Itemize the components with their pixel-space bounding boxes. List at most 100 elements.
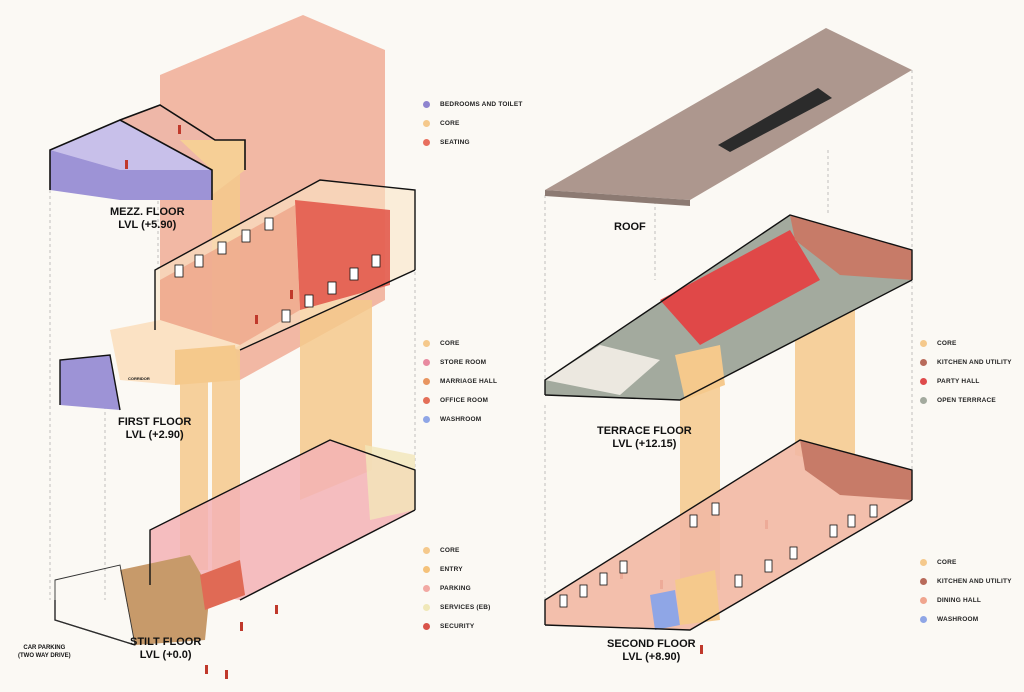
second-core — [675, 570, 720, 625]
second-floor-label: SECOND FLOOR LVL (+8.90) — [607, 638, 696, 664]
mezz-floor-label: MEZZ. FLOOR LVL (+5.90) — [110, 206, 185, 232]
roof-slab — [545, 28, 912, 200]
stilt-services — [365, 445, 415, 520]
legend-dot — [423, 378, 430, 385]
terrace-party-hall — [660, 230, 820, 345]
legend-dot — [920, 559, 927, 566]
legend-dot — [423, 623, 430, 630]
legend-item: DINING HALL — [920, 591, 1012, 610]
legend-label: SECURITY — [440, 623, 475, 630]
legend-item: SECURITY — [423, 617, 491, 636]
legend-first: CORE STORE ROOM MARRIAGE HALL OFFICE ROO… — [423, 334, 497, 429]
legend-item: PARKING — [423, 579, 491, 598]
stilt-parking — [150, 440, 415, 600]
terrace-core — [675, 345, 725, 400]
first-core — [175, 345, 240, 385]
legend-label: KITCHEN AND UTILITY — [937, 359, 1012, 366]
mezz-seating — [120, 105, 215, 170]
legend-dot — [423, 139, 430, 146]
first-marriage-hall — [160, 205, 300, 345]
legend-item: CORE — [920, 334, 1012, 353]
car-parking-line2: (TWO WAY DRIVE) — [18, 653, 71, 659]
legend-dot — [423, 547, 430, 554]
mezz-floor-name: MEZZ. FLOOR — [110, 206, 185, 218]
terrace-floor-name: TERRACE FLOOR — [597, 425, 692, 437]
legend-label: CORE — [937, 340, 957, 347]
legend-dot — [423, 416, 430, 423]
legend-label: WASHROOM — [937, 616, 979, 623]
legend-item: STORE ROOM — [423, 353, 497, 372]
legend-item: ENTRY — [423, 560, 491, 579]
terrace-floor-lvl: LVL (+12.15) — [612, 438, 677, 450]
legend-dot — [423, 397, 430, 404]
legend-dot — [920, 359, 927, 366]
mezz-floor-lvl: LVL (+5.90) — [118, 219, 177, 231]
legend-dot — [920, 378, 927, 385]
corridor-label: CORRIDOR — [128, 376, 150, 381]
legend-label: BEDROOMS AND TOILET — [440, 101, 523, 108]
first-washroom — [60, 355, 120, 410]
second-floor-name: SECOND FLOOR — [607, 638, 696, 650]
legend-terrace: CORE KITCHEN AND UTILITY PARTY HALL OPEN… — [920, 334, 1012, 410]
roof-label: ROOF — [614, 221, 646, 233]
legend-item: WASHROOM — [920, 610, 1012, 629]
legend-dot — [423, 585, 430, 592]
legend-item: PARTY HALL — [920, 372, 1012, 391]
stilt-security — [200, 560, 245, 610]
legend-label: STORE ROOM — [440, 359, 487, 366]
legend-item: CORE — [920, 553, 1012, 572]
second-dining-hall — [545, 440, 912, 630]
mezz-bedrooms-top — [50, 120, 212, 170]
legend-item: CORE — [423, 114, 523, 133]
legend-item: MARRIAGE HALL — [423, 372, 497, 391]
legend-label: PARTY HALL — [937, 378, 980, 385]
stilt-entry — [120, 555, 210, 645]
stilt-floor-name: STILT FLOOR — [130, 636, 202, 648]
legend-stilt: CORE ENTRY PARKING SERVICES (EB) SECURIT… — [423, 541, 491, 636]
second-floor-lvl: LVL (+8.90) — [622, 651, 681, 663]
legend-label: SEATING — [440, 139, 470, 146]
legend-label: ENTRY — [440, 566, 463, 573]
legend-dot — [920, 616, 927, 623]
second-washroom — [650, 590, 680, 630]
legend-dot — [423, 359, 430, 366]
legend-label: OFFICE ROOM — [440, 397, 489, 404]
legend-dot — [920, 578, 927, 585]
legend-dot — [423, 604, 430, 611]
legend-item: SEATING — [423, 133, 523, 152]
mezz-core — [180, 140, 245, 195]
legend-label: SERVICES (EB) — [440, 604, 491, 611]
stilt-floor-label: STILT FLOOR LVL (+0.0) — [130, 636, 201, 662]
legend-item: CORE — [423, 541, 491, 560]
legend-dot — [920, 340, 927, 347]
roof-edge — [545, 190, 690, 206]
legend-label: MARRIAGE HALL — [440, 378, 498, 385]
car-parking-line1: CAR PARKING — [23, 645, 66, 651]
core-shaft-right-b — [795, 290, 855, 470]
legend-label: DINING HALL — [937, 597, 982, 604]
car-parking-label: CAR PARKING (TWO WAY DRIVE) — [18, 644, 71, 660]
legend-item: KITCHEN AND UTILITY — [920, 572, 1012, 591]
legend-label: CORE — [440, 120, 460, 127]
legend-label: WASHROOM — [440, 416, 482, 423]
legend-label: CORE — [440, 547, 460, 554]
terrace-kitchen — [790, 215, 912, 280]
first-floor-label: FIRST FLOOR LVL (+2.90) — [118, 416, 191, 442]
first-floor-lvl: LVL (+2.90) — [125, 429, 184, 441]
terrace-open-light — [545, 345, 660, 395]
terrace-floor-label: TERRACE FLOOR LVL (+12.15) — [597, 425, 692, 451]
legend-dot — [920, 597, 927, 604]
first-windows — [174, 217, 381, 323]
first-office-room — [295, 200, 390, 310]
legend-item: BEDROOMS AND TOILET — [423, 95, 523, 114]
second-kitchen — [800, 440, 912, 500]
legend-dot — [423, 120, 430, 127]
legend-label: OPEN TERRRACE — [937, 397, 996, 404]
first-floor-name: FIRST FLOOR — [118, 416, 192, 428]
legend-mezz: BEDROOMS AND TOILET CORE SEATING — [423, 95, 523, 152]
legend-dot — [423, 566, 430, 573]
legend-label: KITCHEN AND UTILITY — [937, 578, 1012, 585]
legend-dot — [920, 397, 927, 404]
legend-item: SERVICES (EB) — [423, 598, 491, 617]
